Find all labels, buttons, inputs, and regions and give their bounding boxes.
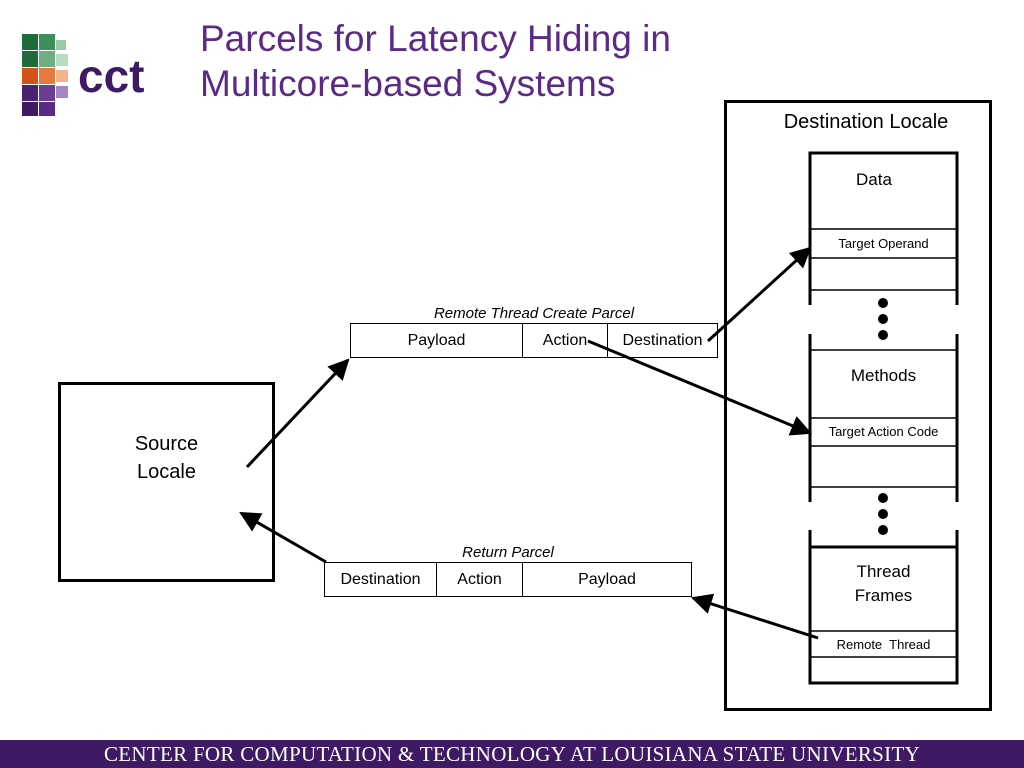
ellipsis-dot xyxy=(878,298,888,308)
arrow-destination-to-target-operand xyxy=(706,246,812,343)
frames-block-label-line2: Frames xyxy=(854,586,913,605)
ellipsis-dot xyxy=(878,509,888,519)
diagram-lines xyxy=(239,151,959,685)
title-line-1: Parcels for Latency Hiding in xyxy=(200,18,671,59)
return-parcel-caption: Return Parcel xyxy=(462,544,554,561)
create-parcel-action: Action xyxy=(522,324,607,357)
return-parcel: Destination Action Payload xyxy=(324,562,692,597)
create-parcel-caption: Remote Thread Create Parcel xyxy=(433,305,635,322)
target-action-code-label: Target Action Code xyxy=(828,424,939,439)
return-parcel-action: Action xyxy=(436,563,522,596)
ellipsis-dot xyxy=(878,314,888,324)
source-locale-box xyxy=(58,382,275,582)
methods-block-label: Methods xyxy=(850,366,917,385)
create-parcel-destination: Destination xyxy=(607,324,717,357)
destination-locale-box xyxy=(724,100,992,711)
return-parcel-payload: Payload xyxy=(522,563,691,596)
destination-locale-label: Destination Locale xyxy=(783,111,949,133)
cct-logo: cct xyxy=(22,34,144,116)
frames-block-label-line1: Thread xyxy=(856,562,911,581)
logo-grid-icon xyxy=(22,34,68,116)
target-operand-label: Target Operand xyxy=(838,236,929,251)
remote-thread-label: Remote Thread xyxy=(836,637,931,652)
title-line-2: Multicore-based Systems xyxy=(200,63,616,104)
logo-wordmark: cct xyxy=(78,50,144,102)
footer-bar: CENTER FOR COMPUTATION & TECHNOLOGY AT L… xyxy=(0,740,1024,768)
create-parcel-payload: Payload xyxy=(407,331,466,349)
arrow-source-to-create-parcel xyxy=(245,358,350,469)
data-block-label: Data xyxy=(856,170,892,189)
return-parcel-destination: Destination xyxy=(340,570,421,588)
slide-title: Parcels for Latency Hiding in Multicore-… xyxy=(200,16,740,106)
footer-text: CENTER FOR COMPUTATION & TECHNOLOGY AT L… xyxy=(103,741,921,766)
ellipsis-dot xyxy=(878,525,888,535)
source-locale-label-line1: Source xyxy=(134,433,199,455)
arrow-return-parcel-to-source xyxy=(239,511,327,564)
source-locale-label-line2: Locale xyxy=(137,461,196,483)
arrow-action-to-target-action-code xyxy=(587,339,812,436)
arrow-remote-thread-to-return-parcel xyxy=(690,593,819,640)
create-parcel: Payload Action Destination xyxy=(350,323,718,358)
ellipsis-dot xyxy=(878,493,888,503)
frames-block-frame xyxy=(808,530,959,685)
ellipsis-dot xyxy=(878,330,888,340)
